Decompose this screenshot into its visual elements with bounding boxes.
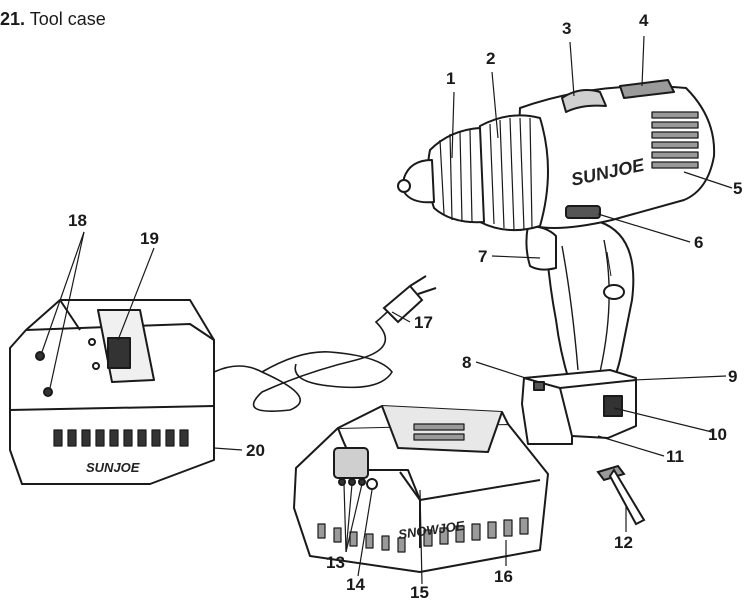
- callout-3: 3: [562, 19, 571, 38]
- callout-17: 17: [414, 313, 433, 332]
- leader-lines: [41, 35, 733, 585]
- callout-7: 7: [478, 247, 487, 266]
- trigger: [525, 225, 557, 271]
- callout-10: 10: [708, 425, 727, 444]
- caption-text: Tool case: [25, 9, 106, 29]
- battery-mount: [521, 369, 637, 445]
- callout-9: 9: [728, 367, 737, 386]
- power-cord: [213, 295, 405, 412]
- battery-indicator-panel: [333, 447, 369, 479]
- caption-number: 21.: [0, 9, 26, 29]
- keyless-chuck: [426, 127, 485, 224]
- callout-8: 8: [462, 353, 471, 372]
- callout-5: 5: [733, 179, 742, 198]
- battery-gauge-button: [366, 478, 378, 490]
- callout-4: 4: [639, 11, 649, 30]
- drill-bit: [596, 464, 646, 526]
- drill-handle: [544, 221, 635, 385]
- drill: SUNJOE: [397, 79, 716, 445]
- callout-15: 15: [410, 583, 429, 601]
- callout-16: 16: [494, 567, 513, 586]
- forward-reverse-switch: [565, 205, 601, 219]
- callout-13: 13: [326, 553, 345, 572]
- top-switch: [619, 79, 675, 99]
- callout-6: 6: [694, 233, 703, 252]
- battery-indicator-led-1: [338, 478, 346, 486]
- callout-18: 18: [68, 211, 87, 230]
- callout-2: 2: [486, 49, 495, 68]
- battery-release-button: [603, 395, 623, 417]
- charger-logo: SUNJOE: [86, 460, 140, 475]
- callout-12: 12: [614, 533, 633, 552]
- charger: SUNJOE: [9, 299, 215, 485]
- vents: [651, 111, 699, 169]
- battery-pack: SNOWJOE: [293, 405, 549, 573]
- figure-caption: 21. Tool case: [0, 9, 106, 30]
- callout-labels: 1 2 3 4 5 6 7 8 9 10 11 12 13 14 15 16 1…: [68, 11, 742, 601]
- callout-20: 20: [246, 441, 265, 460]
- callout-1: 1: [446, 69, 455, 88]
- callout-14: 14: [346, 575, 365, 594]
- callout-11: 11: [666, 447, 684, 466]
- drill-handle-ring: [603, 284, 625, 300]
- callout-19: 19: [140, 229, 159, 248]
